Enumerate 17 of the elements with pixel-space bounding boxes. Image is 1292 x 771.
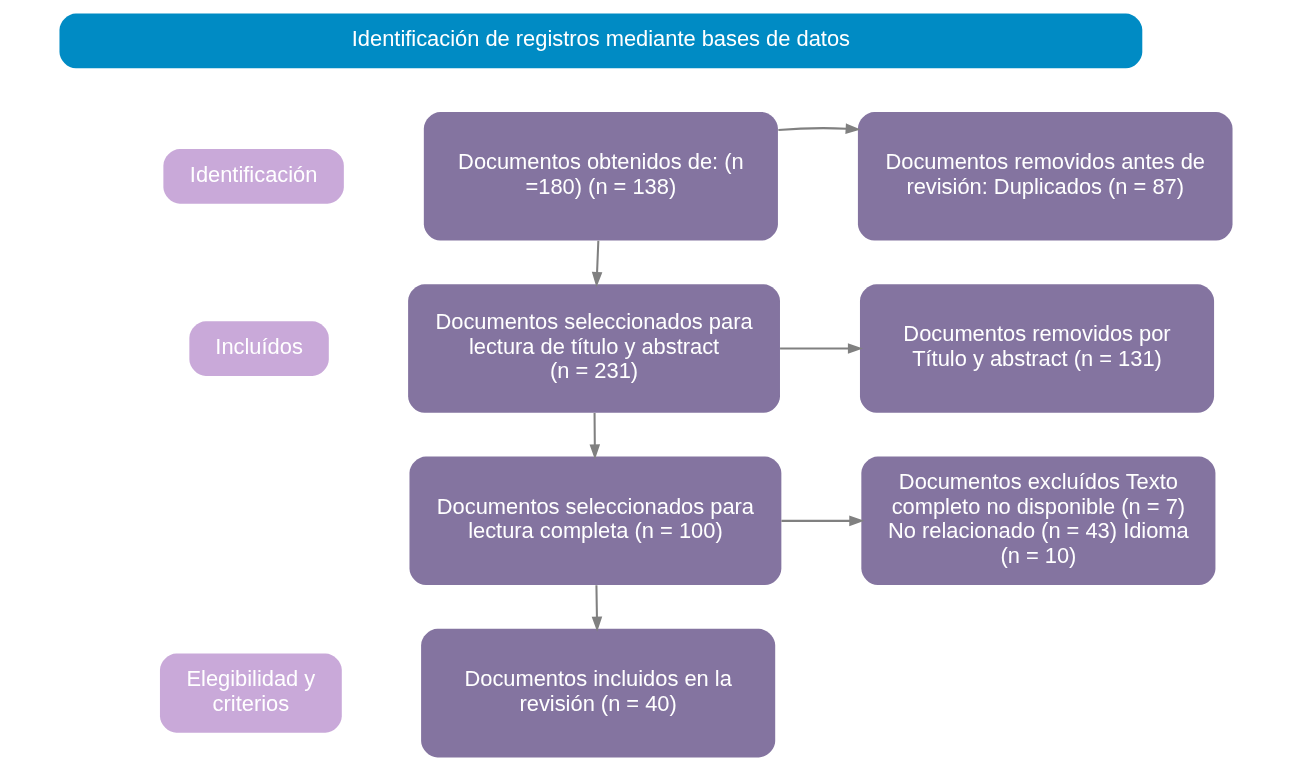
node-box: Documentos incluidos en la revisión (n = 40) <box>421 628 776 758</box>
arrow <box>780 343 863 354</box>
arrow <box>591 585 603 632</box>
node-box: Identificación de registros mediante bases de datos <box>59 13 1143 69</box>
node-box: Documentos removidos antes de revisión: Duplicados (n = 87) <box>857 112 1233 241</box>
node-box: Documentos excluídos Texto completo no disponible (n = 7) No relacionado (n = 43) Idioma (n = 10) <box>861 456 1216 586</box>
node-box: Documentos obtenidos de: (n =180) (n = 138) <box>423 112 778 241</box>
node-box: Documentos seleccionados para lectura de título y abstract (n = 231) <box>408 284 780 413</box>
arrow <box>781 515 865 527</box>
node-box: Identificación <box>163 148 344 204</box>
node-box: Documentos seleccionados para lectura completa (n = 100) <box>409 456 782 586</box>
arrow <box>589 413 601 460</box>
node-box: Documentos removidos por Título y abstract (n = 131) <box>859 284 1215 413</box>
arrow <box>778 123 861 134</box>
node-box: Incluídos <box>189 321 329 376</box>
arrow <box>591 240 603 288</box>
node-box: Elegibilidad y criterios <box>159 653 342 733</box>
